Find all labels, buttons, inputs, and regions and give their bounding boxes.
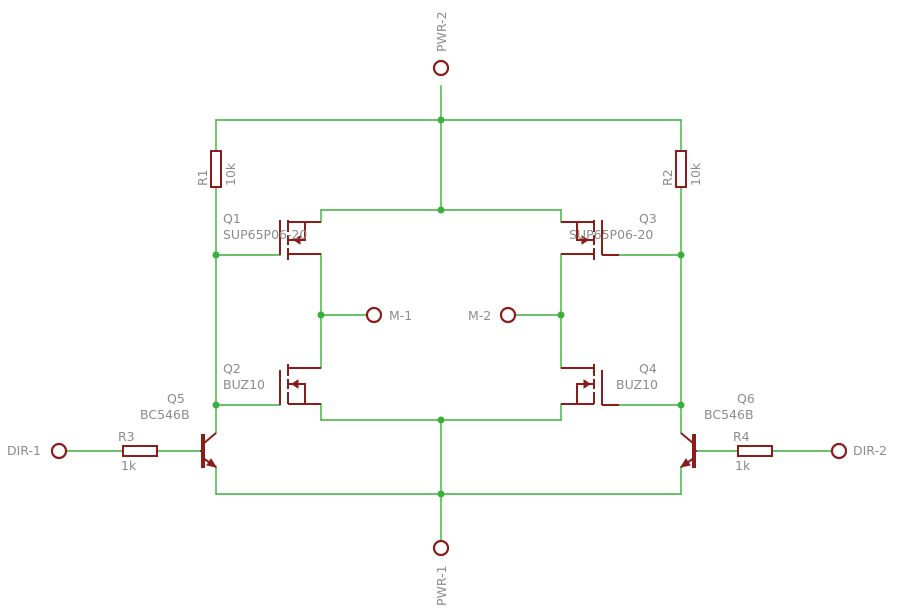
q3-name: Q3 bbox=[639, 211, 657, 226]
q3-value: SUP65P06-20 bbox=[569, 227, 653, 242]
transistor-q6 bbox=[679, 432, 697, 468]
r3-name: R3 bbox=[118, 429, 135, 444]
junction bbox=[437, 116, 445, 124]
q2-name: Q2 bbox=[223, 361, 241, 376]
q4-name: Q4 bbox=[639, 361, 657, 376]
resistor-r3 bbox=[122, 445, 158, 457]
q4-value: BUZ10 bbox=[616, 377, 658, 392]
r4-name: R4 bbox=[733, 429, 750, 444]
q1-name: Q1 bbox=[223, 211, 241, 226]
q6-name: Q6 bbox=[737, 391, 755, 406]
junction bbox=[557, 311, 565, 319]
junction bbox=[212, 251, 220, 259]
port-pwr1-label: PWR-1 bbox=[434, 565, 449, 606]
junction bbox=[437, 416, 445, 424]
port-m2-label: M-2 bbox=[468, 308, 491, 323]
r2-name: R2 bbox=[660, 169, 675, 186]
resistor-r4 bbox=[737, 445, 773, 457]
q6-value: BC546B bbox=[704, 407, 754, 422]
q5-value: BC546B bbox=[140, 407, 190, 422]
port-dir2-pin[interactable] bbox=[830, 442, 848, 460]
junction bbox=[317, 311, 325, 319]
r1-value: 10k bbox=[223, 162, 238, 186]
transistor-q5 bbox=[200, 432, 218, 468]
junction bbox=[677, 401, 685, 409]
q1-value: SUP65P06-20 bbox=[223, 227, 307, 242]
port-dir2-label: DIR-2 bbox=[853, 443, 887, 458]
port-m1-pin[interactable] bbox=[365, 306, 383, 324]
r3-value: 1k bbox=[121, 458, 137, 473]
port-pwr1-pin[interactable] bbox=[432, 539, 450, 557]
junction bbox=[437, 490, 445, 498]
port-pwr2-pin[interactable] bbox=[432, 59, 450, 77]
port-pwr2-label: PWR-2 bbox=[434, 11, 449, 52]
mosfet-q1 bbox=[279, 220, 321, 260]
r1-name: R1 bbox=[195, 169, 210, 186]
port-m1-label: M-1 bbox=[389, 308, 412, 323]
junction bbox=[677, 251, 685, 259]
r2-value: 10k bbox=[688, 162, 703, 186]
junction bbox=[437, 206, 445, 214]
port-dir1-label: DIR-1 bbox=[7, 443, 41, 458]
junction bbox=[212, 401, 220, 409]
port-dir1-pin[interactable] bbox=[50, 442, 68, 460]
resistor-r1 bbox=[210, 150, 222, 188]
junctions bbox=[212, 116, 685, 498]
port-m2-pin[interactable] bbox=[499, 306, 517, 324]
mosfet-q3 bbox=[561, 220, 619, 260]
wires bbox=[66, 85, 832, 541]
mosfet-q4 bbox=[561, 364, 619, 406]
q2-value: BUZ10 bbox=[223, 377, 265, 392]
q5-name: Q5 bbox=[167, 391, 185, 406]
mosfet-q2 bbox=[279, 364, 321, 405]
r4-value: 1k bbox=[735, 458, 751, 473]
resistor-r2 bbox=[675, 150, 687, 188]
